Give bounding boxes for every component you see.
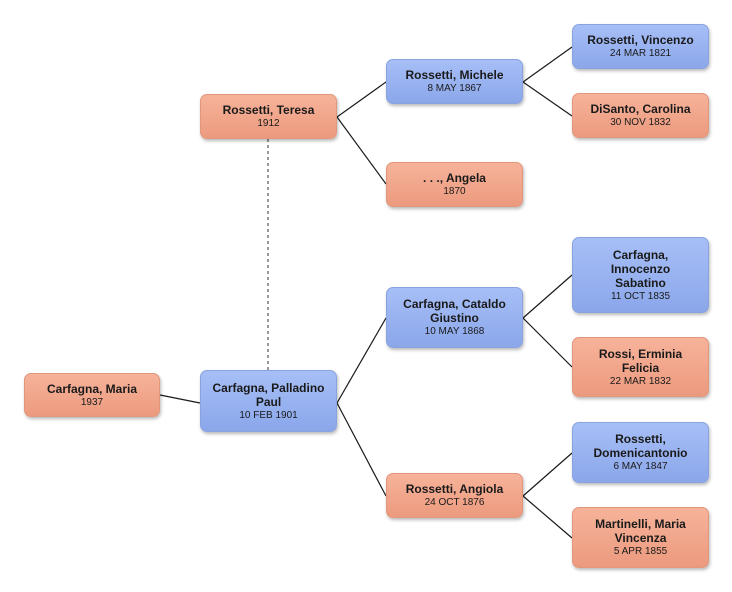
person-node-carolina[interactable]: DiSanto, Carolina 30 NOV 1832: [572, 93, 709, 138]
connector-teresa-michele: [336, 81, 387, 118]
person-date: 11 OCT 1835: [610, 290, 671, 302]
person-node-paul[interactable]: Carfagna, Palladino Paul 10 FEB 1901: [200, 370, 337, 432]
person-date: 1912: [257, 118, 280, 129]
connector-paul-angiola: [336, 402, 387, 497]
person-name: Rossetti, Teresa: [222, 103, 315, 117]
person-name: DiSanto, Carolina: [590, 102, 691, 116]
person-node-domenicantonio[interactable]: Rossetti, Domenicantonio 6 MAY 1847: [572, 422, 709, 483]
person-date: 30 NOV 1832: [610, 117, 671, 128]
person-node-angela[interactable]: . . ., Angela 1870: [386, 162, 523, 207]
person-date: 5 APR 1855: [613, 546, 668, 557]
person-node-innocenzo[interactable]: Carfagna, Innocenzo Sabatino 11 OCT 1835: [572, 237, 709, 313]
person-name: Carfagna, Palladino Paul: [212, 380, 325, 409]
person-date: 22 MAR 1832: [609, 375, 672, 387]
person-name: Rossi, Erminia Felicia: [598, 346, 683, 375]
connector-paul-cataldo: [336, 317, 387, 404]
connector-angiola-domenicantonio: [522, 452, 573, 497]
person-name: Rossetti, Angiola: [405, 482, 504, 496]
person-node-michele[interactable]: Rossetti, Michele 8 MAY 1867: [386, 59, 523, 104]
person-date: 1870: [443, 186, 466, 197]
person-node-vincenzo[interactable]: Rossetti, Vincenzo 24 MAR 1821: [572, 24, 709, 69]
connector-teresa-angela: [336, 116, 387, 185]
person-node-cataldo[interactable]: Carfagna, Cataldo Giustino 10 MAY 1868: [386, 287, 523, 348]
person-node-martinelli[interactable]: Martinelli, Maria Vincenza 5 APR 1855: [572, 507, 709, 568]
person-date: 8 MAY 1867: [427, 83, 482, 94]
person-node-angiola[interactable]: Rossetti, Angiola 24 OCT 1876: [386, 473, 523, 518]
person-date: 24 OCT 1876: [424, 497, 485, 508]
person-node-erminia[interactable]: Rossi, Erminia Felicia 22 MAR 1832: [572, 337, 709, 397]
person-name: Carfagna, Maria: [46, 381, 138, 396]
connector-angiola-martinelli: [522, 495, 573, 539]
person-name: . . ., Angela: [423, 171, 486, 185]
person-name: Carfagna, Cataldo Giustino: [403, 297, 506, 325]
person-node-maria[interactable]: Carfagna, Maria 1937: [24, 373, 160, 417]
person-date: 10 MAY 1868: [424, 326, 485, 337]
connector-cataldo-innocenzo: [522, 274, 573, 319]
person-name: Rossetti, Domenicantonio: [593, 432, 688, 460]
person-name: Rossetti, Michele: [405, 68, 504, 82]
connector-michele-carolina: [522, 81, 573, 117]
person-name: Martinelli, Maria Vincenza: [595, 517, 686, 545]
person-name: Carfagna, Innocenzo Sabatino: [610, 247, 671, 290]
connector-maria-paul: [159, 394, 201, 404]
person-date: 10 FEB 1901: [239, 409, 298, 421]
person-name: Rossetti, Vincenzo: [587, 33, 694, 47]
person-date: 24 MAR 1821: [609, 48, 672, 59]
connector-michele-vincenzo: [522, 46, 573, 83]
person-date: 1937: [80, 396, 104, 408]
connector-cataldo-erminia: [522, 317, 573, 368]
person-node-teresa[interactable]: Rossetti, Teresa 1912: [200, 94, 337, 139]
person-date: 6 MAY 1847: [613, 461, 668, 472]
